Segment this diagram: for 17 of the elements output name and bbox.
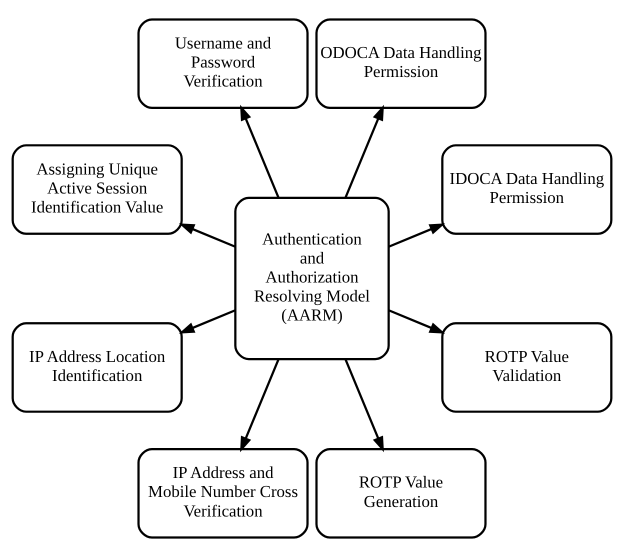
arrow xyxy=(388,223,446,248)
arrow xyxy=(388,309,446,334)
node-box: Username and Password Verification xyxy=(137,18,309,109)
node-box: ROTP Value Validation xyxy=(441,322,612,413)
arrow xyxy=(344,358,384,452)
arrow xyxy=(240,104,280,198)
node-box: ROTP Value Generation xyxy=(315,448,487,539)
arrow xyxy=(240,358,280,452)
node-box: IP Address and Mobile Number Cross Verification xyxy=(137,448,309,539)
node-box: IDOCA Data Handling Permission xyxy=(441,144,612,235)
node-box: Authentication and Authorization Resolving Model (AARM) xyxy=(234,196,390,360)
arrow xyxy=(178,223,236,248)
node-box: IP Address Location Identification xyxy=(12,322,183,413)
node-box: ODOCA Data Handling Permission xyxy=(315,18,487,109)
arrow xyxy=(178,309,236,334)
arrow xyxy=(344,104,384,198)
node-box: Assigning Unique Active Session Identification Value xyxy=(12,144,183,235)
